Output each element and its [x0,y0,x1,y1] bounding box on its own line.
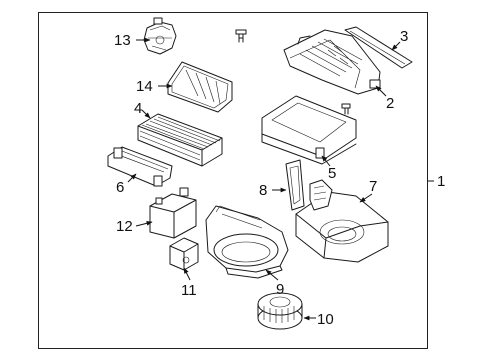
callout-12: 12 [116,218,133,235]
callout-13: 13 [114,32,131,49]
callout-7: 7 [369,178,377,195]
callout-3: 3 [400,28,408,45]
callout-14: 14 [136,78,153,95]
callout-1: 1 [437,173,445,190]
callout-6: 6 [116,179,124,196]
callout-11: 11 [181,282,197,299]
callout-2-leader [375,85,387,97]
callout-11-leader [183,267,191,281]
callout-6-leader [127,173,137,183]
part-3-seal [344,26,413,69]
callout-8: 8 [259,182,267,199]
callout-9-leader [265,269,279,281]
callout-12-leader [135,220,153,227]
part-11-resistor [169,237,199,271]
callout-4: 4 [134,100,142,117]
callout-7-leader [359,193,373,203]
part-9-blower-housing [205,205,289,279]
part-12-control-module [149,187,197,239]
part-6-bracket [107,146,173,187]
screw [235,29,247,43]
screw-small [341,103,351,115]
callout-5: 5 [328,165,336,182]
part-14-filter-frame [167,61,233,113]
part-8-gasket [285,159,305,211]
callout-9: 9 [276,281,284,298]
callout-3-leader [391,41,401,51]
part-7-lower-case [295,179,389,263]
part-10-blower-motor [257,292,303,330]
callout-4-leader [141,109,151,119]
part-13-actuator [143,17,177,55]
callout-2: 2 [386,95,394,112]
part-4-cabin-filter [137,113,223,167]
part-5-cover [261,95,357,165]
callout-5-leader [321,155,331,167]
callout-10: 10 [317,311,334,328]
